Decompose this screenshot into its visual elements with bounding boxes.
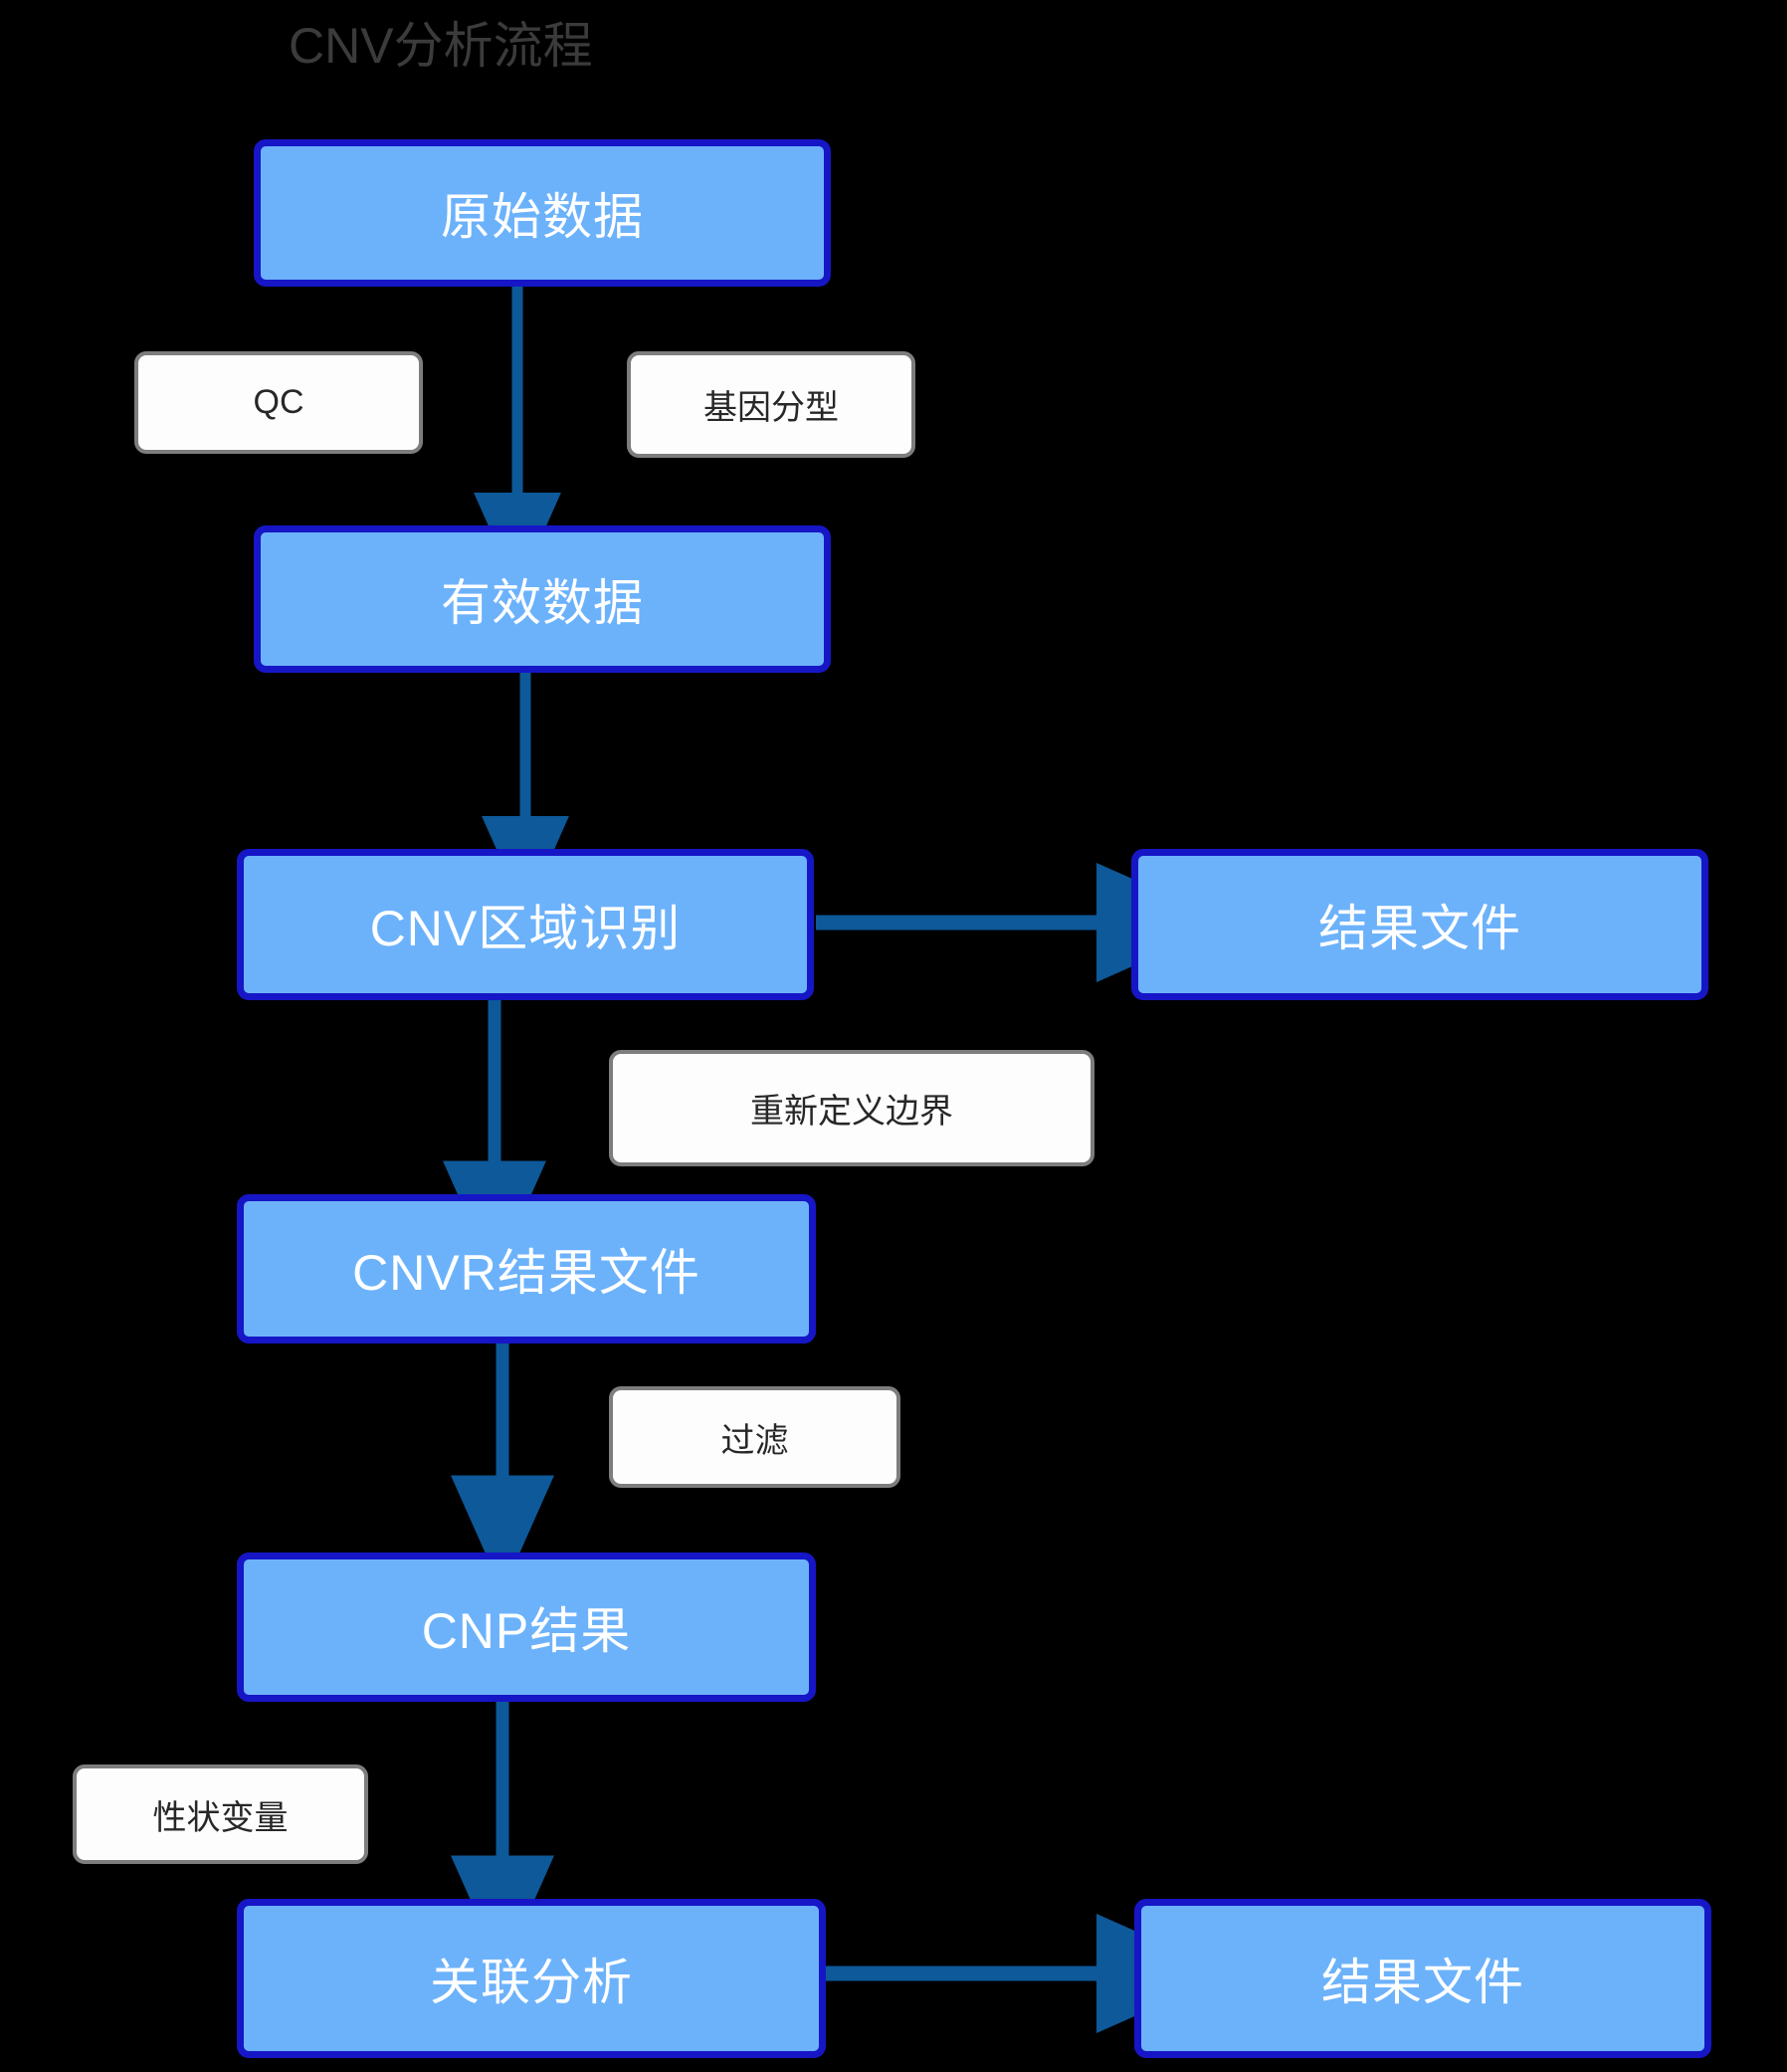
- node-association[interactable]: 关联分析: [237, 1899, 826, 2058]
- node-result-file-bottom[interactable]: 结果文件: [1134, 1899, 1711, 2058]
- edge-label-genotyping[interactable]: 基因分型: [627, 351, 915, 458]
- edge-label-trait-variable[interactable]: 性状变量: [73, 1764, 368, 1864]
- node-cnv-region-call[interactable]: CNV区域识别: [237, 849, 814, 1000]
- node-valid-data[interactable]: 有效数据: [254, 525, 831, 673]
- node-cnvr-result[interactable]: CNVR结果文件: [237, 1194, 816, 1344]
- node-cnp-result[interactable]: CNP结果: [237, 1553, 816, 1702]
- page-title: CNV分析流程: [289, 18, 593, 74]
- edge-label-qc[interactable]: QC: [134, 351, 423, 454]
- node-raw-data[interactable]: 原始数据: [254, 139, 831, 287]
- node-result-file-top[interactable]: 结果文件: [1131, 849, 1708, 1000]
- edge-label-filter[interactable]: 过滤: [609, 1386, 900, 1488]
- edge-label-redefine-boundary[interactable]: 重新定义边界: [609, 1050, 1094, 1166]
